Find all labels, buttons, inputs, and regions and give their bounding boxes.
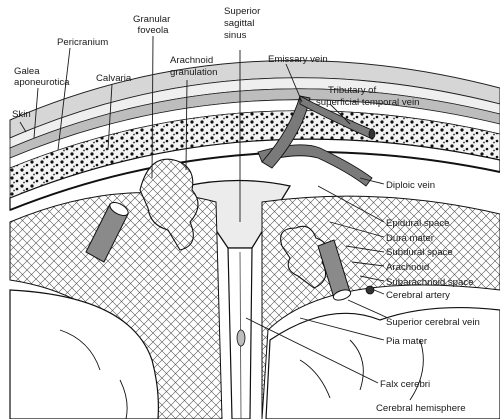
leader-epidural [317, 185, 385, 223]
labels: Granular foveola Superior sagittal sinus… [12, 6, 480, 414]
leader-granular-foveola [151, 35, 154, 179]
veins [85, 95, 376, 301]
leader-calvaria [107, 83, 113, 151]
dura-outer-line [9, 151, 500, 211]
label-dura-mater: Dura mater [386, 233, 435, 244]
label-skin: Skin [12, 109, 31, 120]
leader-falx [245, 317, 379, 384]
label-subarachnoid-space: Subarachnoid space [386, 277, 473, 288]
leader-diploic-vein [359, 177, 385, 185]
label-arachnoid: Arachnoid [386, 262, 429, 273]
tributary-vein-end [368, 129, 376, 139]
label-pericranium: Pericranium [57, 37, 108, 48]
leader-subdural [345, 245, 385, 253]
leader-cerebral-artery [373, 289, 385, 295]
left-hemisphere [9, 289, 159, 419]
label-granular-foveola: Granular foveola [133, 14, 173, 36]
leader-galea [33, 87, 39, 139]
leader-subarachnoid [359, 275, 385, 282]
cerebral-hemispheres [9, 289, 500, 419]
label-cerebral-artery: Cerebral artery [386, 290, 450, 301]
leader-arachnoid [351, 261, 385, 267]
arachnoid-granulation-left [139, 158, 199, 251]
meninges [9, 158, 500, 419]
scalp-layers [9, 60, 500, 211]
left-gyrus-line [59, 329, 128, 419]
right-gyrus-line [299, 339, 424, 401]
superior-cerebral-vein-left-end [109, 202, 129, 216]
leader-arachnoid-granulation [185, 79, 188, 171]
label-galea-aponeurotica: Galea aponeurotica [14, 66, 70, 88]
leader-dura [329, 221, 385, 238]
label-tributary: Tributary of superficial temporal vein [316, 85, 419, 108]
label-diploic-vein: Diploic vein [386, 180, 435, 191]
label-subdural-space: Subdural space [386, 247, 453, 258]
label-calvaria: Calvaria [96, 73, 132, 84]
label-superior-cerebral-vein: Superior cerebral vein [386, 317, 480, 328]
label-falx-cerebri: Falx cerebri [380, 379, 430, 390]
label-epidural-space: Epidural space [386, 218, 449, 229]
leader-pia-mater [299, 317, 385, 341]
cerebral-artery-dot [365, 285, 375, 295]
leader-pericranium [57, 47, 71, 151]
leader-tributary [329, 103, 351, 125]
inferior-sagittal-sinus [236, 329, 246, 347]
diploic-vein-shape [257, 144, 373, 187]
leader-skin [19, 121, 27, 133]
leader-lines [19, 35, 389, 384]
superior-cerebral-vein-right-end [332, 289, 352, 301]
emissary-vein-shape [261, 95, 311, 169]
label-arachnoid-granulation: Arachnoid granulation [170, 55, 217, 78]
label-cerebral-hemisphere: Cerebral hemisphere [376, 403, 466, 414]
label-pia-mater: Pia mater [386, 336, 428, 347]
leader-superior-cerebral-vein [347, 299, 389, 319]
label-superior-sagittal-sinus: Superior sagittal sinus [224, 6, 263, 41]
label-emissary-vein: Emissary vein [268, 54, 328, 65]
leader-emissary-vein [285, 63, 303, 103]
right-hemisphere [265, 306, 500, 419]
